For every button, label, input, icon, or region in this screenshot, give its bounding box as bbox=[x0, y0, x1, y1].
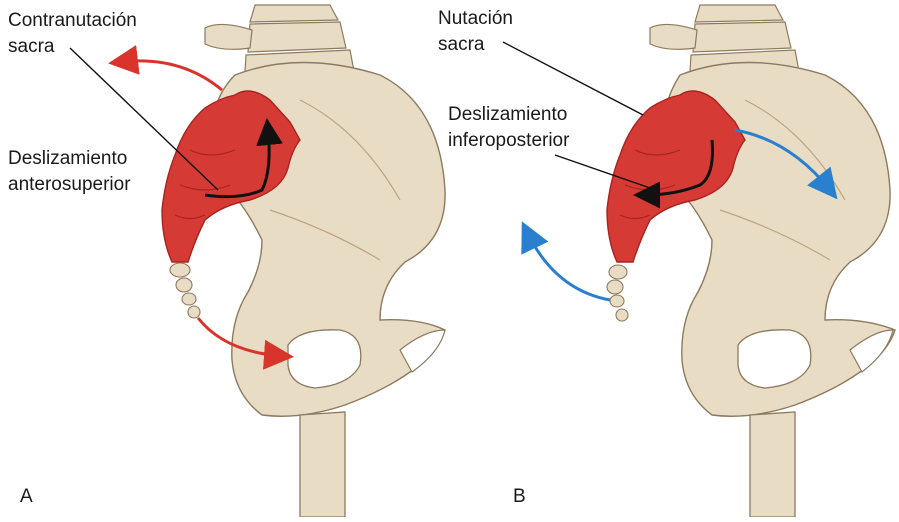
label-glide-a-line1: Deslizamiento bbox=[8, 148, 127, 169]
label-contranutacion-line1: Contranutación bbox=[8, 10, 137, 31]
panel-letter-b: B bbox=[513, 486, 526, 508]
label-nutacion-line2: sacra bbox=[438, 34, 484, 55]
label-glide-a-line2: anterosuperior bbox=[8, 174, 131, 195]
coccyx-a bbox=[170, 263, 200, 318]
label-glide-b-line1: Deslizamiento bbox=[448, 104, 567, 125]
panel-b-illustration bbox=[503, 5, 895, 517]
label-glide-b-line2: inferoposterior bbox=[448, 130, 569, 151]
panel-letter-a: A bbox=[20, 486, 33, 508]
coccyx-b bbox=[607, 265, 628, 321]
femur-b bbox=[750, 412, 795, 517]
label-nutacion-line1: Nutación bbox=[438, 8, 513, 29]
label-contranutacion-line2: sacra bbox=[8, 36, 54, 57]
panel-a-illustration bbox=[70, 5, 445, 517]
blue-arrow-left-b bbox=[527, 232, 610, 300]
femur-a bbox=[300, 412, 345, 517]
red-arrow-top-a bbox=[120, 61, 222, 90]
